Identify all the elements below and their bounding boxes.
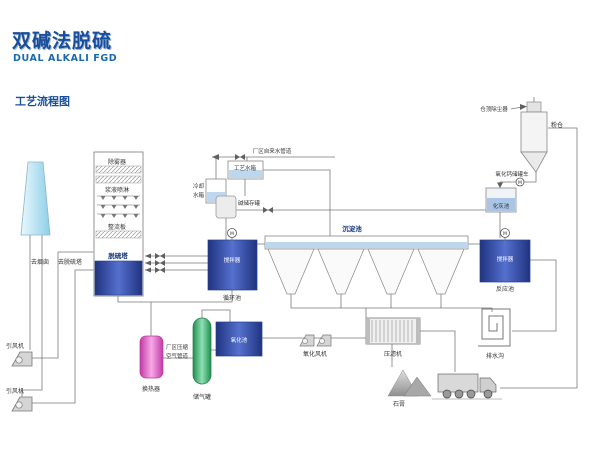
gas-holder <box>192 317 212 385</box>
lime-slaking-pool-label: 化灰池 <box>493 202 510 210</box>
agitator-right-label: 搅拌器 <box>497 255 514 263</box>
powder-silo-label: 粉仓 <box>551 121 563 129</box>
powder-silo <box>520 97 548 173</box>
silo-dust-collector-label: 仓顶除尘器 <box>480 105 508 113</box>
page-subtitle: DUAL ALKALI FGD <box>13 53 118 64</box>
silo-dust-collector-box <box>526 101 542 113</box>
motor-label: M <box>230 231 234 237</box>
heat-exchanger-label: 换热器 <box>142 385 160 393</box>
lime-slaking-pool <box>485 187 517 213</box>
rectifier-plate-band <box>95 230 142 239</box>
oxidation-fan-icons <box>299 334 332 347</box>
process-water-tank-label: 工艺水箱 <box>234 164 257 172</box>
alkali-storage-tank <box>215 195 237 219</box>
motor-icon <box>515 177 525 187</box>
rectifier-plate-label: 整流板 <box>108 223 126 231</box>
cooling-water-label-1: 冷却 <box>193 182 205 190</box>
sedimentation-pool <box>264 235 469 295</box>
to-chimney-label: 去烟囱 <box>31 258 49 266</box>
circulation-pool <box>207 228 258 291</box>
drain-ditch-coil <box>478 308 511 347</box>
heat-exchanger <box>139 335 164 379</box>
cooling-water-label-2: 水箱 <box>193 191 205 199</box>
motor-label: M <box>503 231 507 237</box>
oxidation-pool-label: 氧化池 <box>231 336 248 344</box>
demister-label: 除雾器 <box>108 158 126 166</box>
demister-pad <box>95 165 142 174</box>
gypsum-label: 石膏 <box>393 400 405 408</box>
alkali-tank-label: 碱储存罐 <box>238 199 261 207</box>
compressed-air-label-2: 空气管道 <box>166 352 189 360</box>
tower-label: 脱硫塔 <box>108 251 128 260</box>
gas-holder-label: 储气罐 <box>193 393 211 401</box>
id-fan-1-label: 引风机 <box>6 342 24 350</box>
id-fan-1 <box>11 351 33 367</box>
process-water-tank <box>227 160 264 180</box>
motor-icon <box>227 228 237 238</box>
pipe-lines <box>21 127 578 404</box>
oxidation-pool <box>215 321 263 357</box>
chimney <box>20 161 51 236</box>
truck <box>432 373 502 400</box>
tap-water-pipeline-label: 厂区自来水管道 <box>253 147 292 155</box>
page-title: 双碱法脱硫 <box>12 30 113 52</box>
sedimentation-pool-label: 沉淀池 <box>342 224 362 233</box>
tower-slurry-pool <box>94 260 143 296</box>
diagram-title: 工艺流程图 <box>15 95 70 108</box>
spray-headers <box>97 195 140 218</box>
agitator-left-label: 搅拌器 <box>224 256 241 264</box>
reaction-pool-label: 反应池 <box>496 285 514 293</box>
flow-arrows <box>145 104 527 273</box>
valve-icons <box>155 154 273 273</box>
filter-press <box>365 317 421 345</box>
reaction-pool <box>479 228 531 283</box>
circulation-pool-label: 循环池 <box>223 294 241 302</box>
gypsum-piles <box>387 369 432 397</box>
cao-tank-truck-label: 氧化钙储罐车 <box>495 170 529 178</box>
id-fan-2 <box>11 396 33 412</box>
motor-icon <box>500 228 510 238</box>
demister-pad <box>95 175 142 184</box>
to-tower-label: 去脱硫塔 <box>58 258 82 266</box>
desulfurization-tower <box>93 151 144 297</box>
drain-ditch-label: 排水沟 <box>486 352 504 360</box>
id-fan-2-label: 引风机 <box>6 387 24 395</box>
oxidation-fan-label: 氧化风机 <box>303 350 327 358</box>
slurry-spray-label: 浆液喷淋 <box>105 186 129 194</box>
motor-label: M <box>518 180 522 186</box>
filter-press-label: 压滤机 <box>384 350 402 358</box>
compressed-air-label-1: 厂区压缩 <box>166 343 189 351</box>
